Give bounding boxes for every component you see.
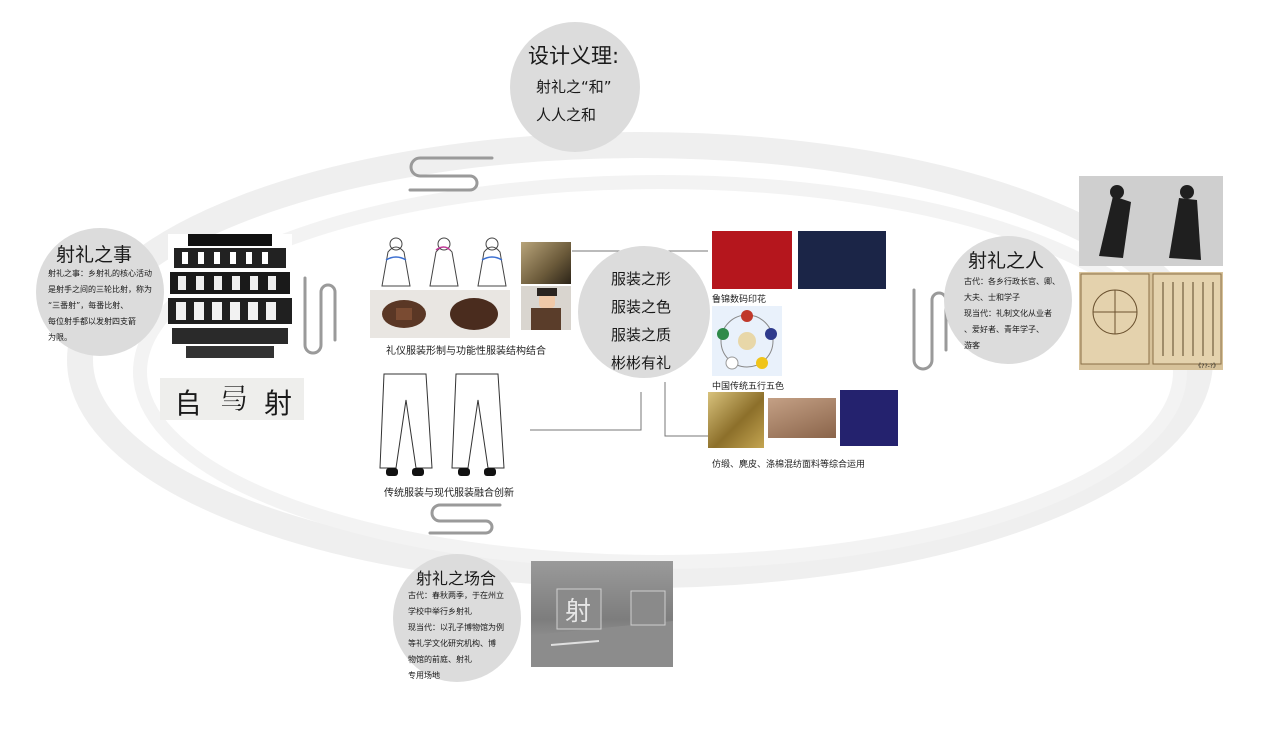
suede-swatch: [768, 398, 836, 438]
archer-model-photo: [521, 286, 571, 330]
five-colors-image: [712, 306, 782, 376]
design-principle-line-2: 人人之和: [536, 106, 597, 124]
design-principle-line-1: 射礼之“和”: [536, 78, 612, 96]
participants-line-2: 大夫、士和学子: [964, 293, 1020, 302]
clothing-line-1: 服装之形: [611, 270, 672, 288]
participants-line-4: 、爱好者、青年学子、: [964, 325, 1044, 334]
venue-line-3: 现当代：以孔子博物馆为例: [408, 623, 504, 632]
cloud-scroll-decor: [303, 156, 948, 535]
participants-title: 射礼之人: [968, 250, 1045, 272]
violet-swatch: [840, 390, 898, 446]
venue-line-1: 古代：春秋两季，于在州立: [408, 591, 504, 600]
glyph-3: 射: [264, 387, 293, 420]
glyph-2: 𢎥: [220, 383, 249, 416]
ancient-script-image: 𠂤 𢎥 射: [160, 378, 304, 420]
archery-event-title: 射礼之事: [56, 244, 133, 266]
archery-event-line-3: “三番射”，每番比射、: [48, 301, 129, 310]
clothing-circle: [578, 246, 710, 378]
participants-line-3: 现当代：礼制文化从业者: [964, 309, 1052, 318]
book-page-note: 《??-?》: [1195, 363, 1219, 370]
wall-character: 射: [565, 597, 592, 627]
archery-event-circle: [36, 228, 164, 356]
design-principle-title: 设计义理:: [528, 44, 620, 68]
traditional-caption: 传统服装与现代服装融合创新: [384, 488, 514, 499]
fabrics-caption: 仿缎、麂皮、涤棉混纺面料等综合运用: [712, 460, 866, 470]
print-caption: 鲁锦数码印花: [712, 295, 767, 305]
venue-line-2: 学校中举行乡射礼: [408, 607, 472, 616]
glyph-1: 𠂤: [174, 387, 203, 420]
clothing-line-3: 服装之质: [611, 326, 672, 344]
venue-title: 射礼之场合: [416, 569, 497, 588]
trousers-sketch-image: [376, 370, 506, 482]
navy-fabric-swatch: [798, 231, 886, 289]
gold-satin-swatch: [708, 392, 764, 448]
clothing-line-2: 服装之色: [611, 298, 672, 316]
design-principle-circle: [510, 22, 640, 152]
clothing-line-4: 彬彬有礼: [611, 354, 672, 372]
ceremonial-caption: 礼仪服装形制与功能性服装结构结合: [386, 346, 546, 357]
venue-relief-image: 射: [531, 561, 673, 667]
red-fabric-swatch: [712, 231, 792, 289]
participants-circle: [944, 236, 1072, 364]
venue-line-6: 专用场地: [408, 671, 440, 680]
archery-event-line-5: 为限。: [48, 333, 72, 342]
garment-sketch-image: [370, 232, 520, 290]
ancient-book-image: 《??-?》: [1079, 272, 1223, 370]
participants-line-5: 游客: [964, 341, 980, 350]
gold-fabric-photo: [521, 242, 571, 284]
archery-event-line-2: 是射手之间的三轮比射，称为: [48, 285, 152, 294]
venue-circle: [393, 554, 521, 682]
venue-line-5: 物馆的前庭、射礼: [408, 655, 472, 664]
stone-rubbing-image: [1079, 176, 1223, 266]
archery-event-line-4: 每位射手都以发射四支箭: [48, 317, 136, 326]
venue-line-4: 等礼学文化研究机构、博: [408, 639, 496, 648]
five-colors-caption: 中国传统五行五色: [712, 382, 785, 392]
arm-guard-render-image: [370, 290, 510, 338]
participants-line-1: 古代：各乡行政长官、卿、: [964, 277, 1060, 286]
archery-event-line-1: 射礼之事：乡射礼的核心活动: [48, 269, 152, 278]
bronze-vessel-image: [168, 234, 292, 362]
